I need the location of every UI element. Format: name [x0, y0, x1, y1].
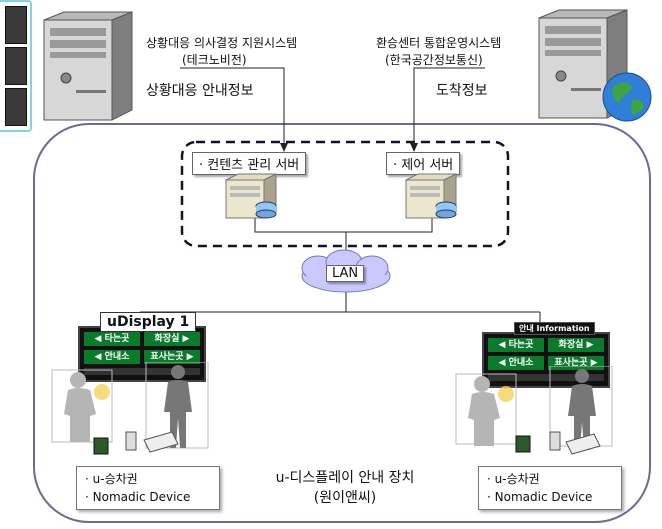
- sign-board: 화장실 ▶: [548, 338, 604, 352]
- legend-item: · u-승차권: [487, 472, 540, 486]
- user-silhouettes-right: [455, 366, 613, 455]
- legend-item: · Nomadic Device: [487, 490, 593, 504]
- device-legend-right: · u-승차권 · Nomadic Device: [478, 466, 622, 510]
- device-caption: u-디스플레이 안내 장치 (원이앤씨): [250, 468, 440, 508]
- right-info-arrow: [413, 67, 485, 150]
- left-system-vendor: (테크노비전): [182, 53, 247, 67]
- user-silhouettes-left: [51, 362, 209, 455]
- right-info-label: 도착정보: [436, 83, 488, 99]
- sign-board: ◀ 안내소: [84, 350, 140, 364]
- caption-line-2: (원이앤씨): [313, 490, 377, 506]
- control-server-label: · 제어 서버: [386, 152, 461, 175]
- udisplay-screen-right: ◀ 타는곳 화장실 ▶ ◀ 안내소 표사는곳 ▶: [482, 332, 610, 388]
- legend-item: · Nomadic Device: [85, 490, 191, 504]
- tower-server-icon-right: [538, 9, 628, 119]
- tower-server-icon: [43, 11, 133, 121]
- device-legend-left: · u-승차권 · Nomadic Device: [76, 466, 220, 510]
- lan-label: LAN: [326, 265, 365, 282]
- sign-board: ◀ 타는곳: [488, 338, 544, 352]
- globe-icon: [602, 72, 652, 122]
- left-info-label: 상황대응 안내정보: [146, 83, 254, 99]
- content-server-label: · 컨텐츠 관리 서버: [192, 152, 307, 175]
- server-link: [254, 214, 433, 233]
- sign-board: ◀ 안내소: [488, 356, 544, 370]
- right-system-vendor: (한국공간정보통신): [385, 53, 483, 67]
- sign-board: 화장실 ▶: [144, 332, 200, 346]
- caption-line-1: u-디스플레이 안내 장치: [275, 470, 415, 486]
- sign-board: ◀ 타는곳: [84, 332, 140, 346]
- system-frame: [33, 123, 651, 523]
- right-system-name: 환승센터 통합운영시스템: [376, 36, 502, 50]
- left-info-arrow: [180, 67, 285, 150]
- sign-board: 표사는곳 ▶: [144, 350, 200, 364]
- lan-cloud: [301, 249, 391, 293]
- udisplay-right-title: 안내 Information: [514, 322, 595, 335]
- rack-server-icon: [0, 0, 32, 132]
- legend-item: · u-승차권: [85, 472, 138, 486]
- left-system-name: 상황대응 의사결정 지원시스템: [146, 36, 298, 50]
- control-server-icon: [405, 173, 457, 219]
- content-server-icon: [225, 173, 277, 219]
- udisplay-left-title: uDisplay 1: [100, 312, 197, 332]
